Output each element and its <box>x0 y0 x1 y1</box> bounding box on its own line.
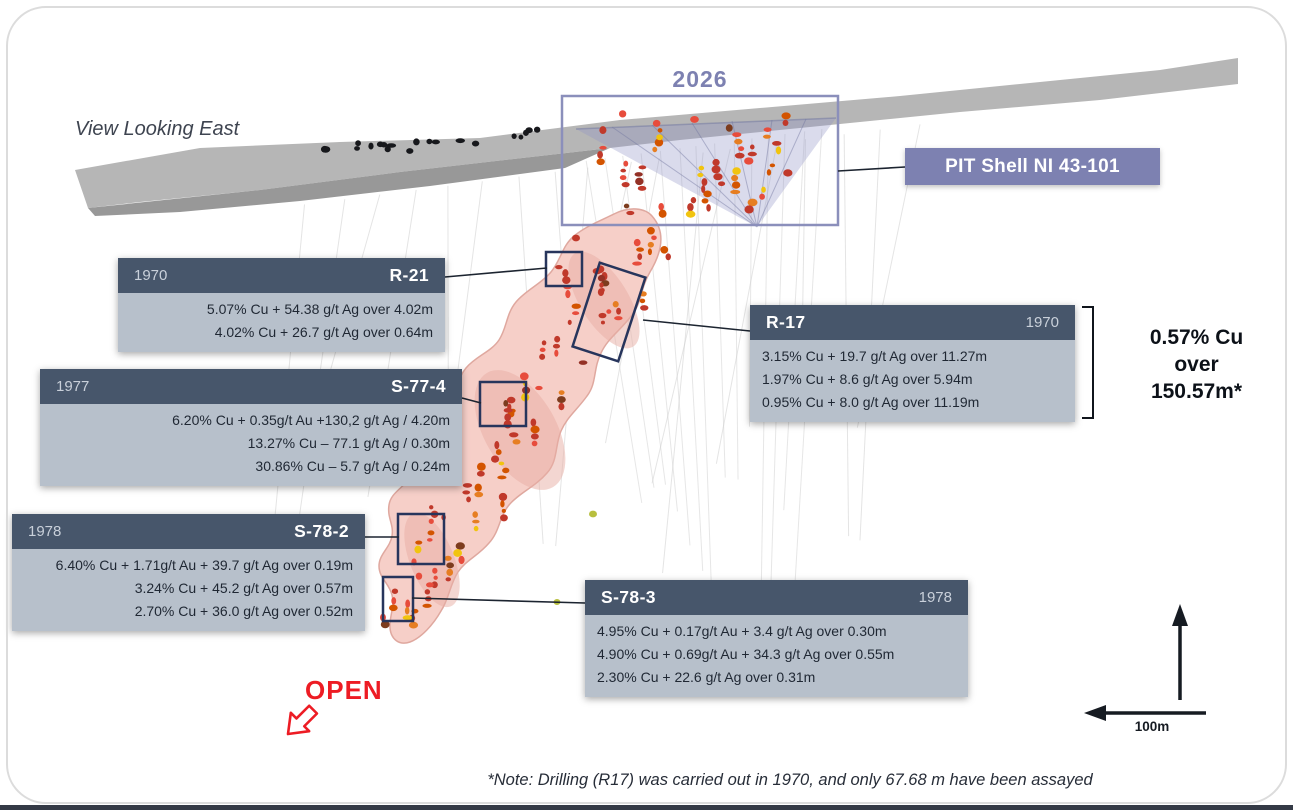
assay-line: 4.95% Cu + 0.17g/t Au + 3.4 g/t Ag over … <box>597 623 887 639</box>
view-title: View Looking East <box>75 118 240 140</box>
callout-s774-header: 1977 S-77-4 <box>40 369 462 404</box>
assay-line: 3.15% Cu + 19.7 g/t Ag over 11.27m <box>762 348 988 364</box>
callout-s783-body: 4.95% Cu + 0.17g/t Au + 3.4 g/t Ag over … <box>585 615 968 697</box>
assay-line: 2.30% Cu + 22.6 g/t Ag over 0.31m <box>597 669 816 685</box>
pit-shell-cone <box>575 117 837 228</box>
open-arrow <box>286 704 319 736</box>
surface-sample-dots <box>320 126 541 154</box>
assay-line: 1.97% Cu + 8.6 g/t Ag over 5.94m <box>762 371 973 387</box>
r17-interval-highlight: 0.57% Cu over 150.57m* <box>1100 324 1293 405</box>
pit-outline-2026 <box>560 94 840 227</box>
callout-hole-id: S-78-2 <box>294 521 349 541</box>
intercept-markers <box>381 250 647 623</box>
r17-bracket <box>1082 306 1094 419</box>
footnote: *Note: Drilling (R17) was carried out in… <box>487 771 1093 789</box>
callout-r21-body: 5.07% Cu + 54.38 g/t Ag over 4.02m 4.02%… <box>118 293 445 352</box>
callout-connectors <box>365 166 906 604</box>
callout-year: 1970 <box>134 267 168 284</box>
pit-shell-label: PIT Shell NI 43-101 <box>905 148 1160 185</box>
callout-s774-body: 6.20% Cu + 0.35g/t Au +130,2 g/t Ag / 4.… <box>40 404 462 486</box>
assay-line: 4.02% Cu + 26.7 g/t Ag over 0.64m <box>214 324 433 340</box>
callout-s782-body: 6.40% Cu + 1.71g/t Au + 39.7 g/t Ag over… <box>12 549 365 631</box>
pit-mineralization-dots <box>596 110 793 218</box>
callout-hole-id: R-17 <box>766 312 806 332</box>
highlight-over: over <box>1174 353 1219 376</box>
callout-hole-id: S-77-4 <box>391 376 446 396</box>
callout-hole-id: R-21 <box>389 265 429 285</box>
assay-line: 3.24% Cu + 45.2 g/t Ag over 0.57m <box>134 580 353 596</box>
callout-year: 1977 <box>56 378 90 395</box>
assay-line: 6.40% Cu + 1.71g/t Au + 39.7 g/t Ag over… <box>55 557 353 573</box>
open-label: OPEN <box>305 675 383 705</box>
callout-year: 1978 <box>28 523 62 540</box>
intercept-marker-r21 <box>544 250 584 288</box>
bottom-edge-bar <box>0 805 1293 810</box>
callout-hole-id: S-78-3 <box>601 587 656 607</box>
callout-s782: 1978 S-78-2 6.40% Cu + 1.71g/t Au + 39.7… <box>12 514 365 631</box>
callout-s774: 1977 S-77-4 6.20% Cu + 0.35g/t Au +130,2… <box>40 369 462 486</box>
highlight-length: 150.57m* <box>1150 380 1243 403</box>
callout-r17-header: R-17 1970 <box>750 305 1075 340</box>
assay-line: 30.86% Cu – 5.7 g/t Ag / 0.24m <box>255 458 450 474</box>
intercept-marker-s774 <box>478 380 528 428</box>
pit-year-label: 2026 <box>672 66 728 92</box>
assay-line: 2.70% Cu + 36.0 g/t Ag over 0.52m <box>134 603 353 619</box>
scale-label: 100m <box>1134 719 1170 734</box>
callout-s783-header: S-78-3 1978 <box>585 580 968 615</box>
callout-r21-header: 1970 R-21 <box>118 258 445 293</box>
callout-r17: R-17 1970 3.15% Cu + 19.7 g/t Ag over 11… <box>750 305 1075 422</box>
intercept-marker-r17 <box>571 261 647 363</box>
callout-year: 1978 <box>918 589 952 606</box>
assay-line: 4.90% Cu + 0.69g/t Au + 34.3 g/t Ag over… <box>597 646 895 662</box>
scale-arrows <box>1084 604 1206 721</box>
terrain-surface <box>75 58 1238 208</box>
callout-s782-header: 1978 S-78-2 <box>12 514 365 549</box>
intercept-marker-s782 <box>396 512 446 566</box>
assay-line: 13.27% Cu – 77.1 g/t Ag / 0.30m <box>247 435 450 451</box>
callout-s783: S-78-3 1978 4.95% Cu + 0.17g/t Au + 3.4 … <box>585 580 968 697</box>
assay-line: 6.20% Cu + 0.35g/t Au +130,2 g/t Ag / 4.… <box>172 412 450 428</box>
terrain-edge <box>88 148 610 216</box>
assay-line: 5.07% Cu + 54.38 g/t Ag over 4.02m <box>206 301 433 317</box>
mineralization-dots <box>380 227 671 629</box>
assay-line: 0.95% Cu + 8.0 g/t Ag over 11.19m <box>762 394 980 410</box>
callout-r17-body: 3.15% Cu + 19.7 g/t Ag over 11.27m 1.97%… <box>750 340 1075 422</box>
callout-r21: 1970 R-21 5.07% Cu + 54.38 g/t Ag over 4… <box>118 258 445 352</box>
intercept-marker-s783 <box>381 575 415 623</box>
highlight-grade: 0.57% Cu <box>1149 326 1244 349</box>
callout-year: 1970 <box>1025 314 1059 331</box>
